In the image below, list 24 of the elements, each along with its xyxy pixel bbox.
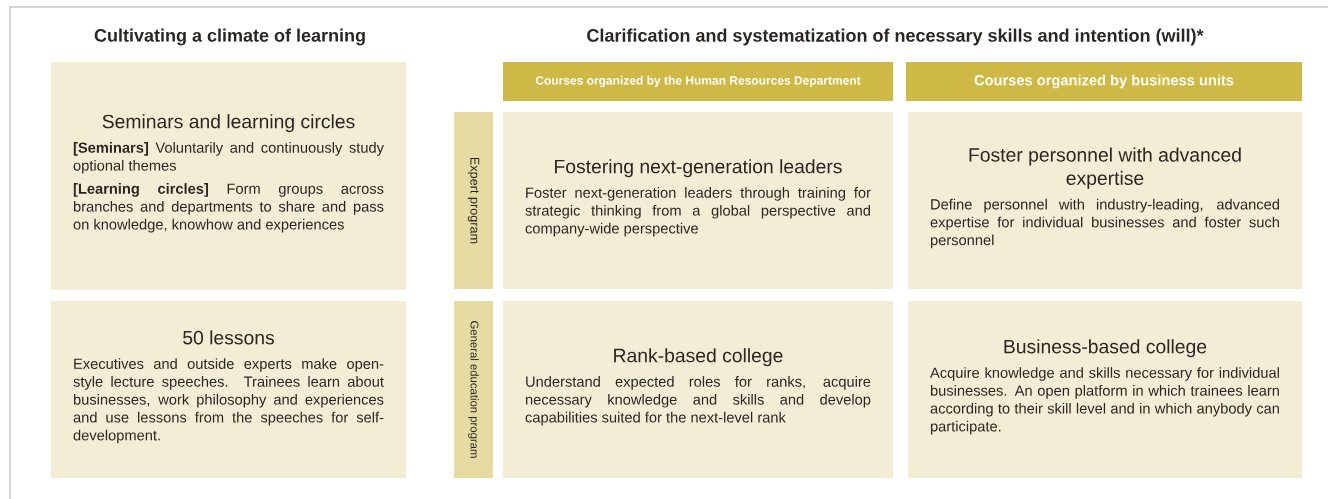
content-box [908, 301, 1302, 478]
box-text: Understand expected roles for ranks, acquire necessary knowledge and skills and develop capabilities suited for the next-level rank [525, 376, 871, 426]
box-heading: Fostering next-generation leaders [555, 159, 842, 178]
content-box [51, 301, 406, 478]
box-heading: Foster personnel with advanced expertise [969, 147, 1241, 189]
box-heading: 50 lessons [183, 330, 274, 345]
box-heading: Rank-based college [614, 348, 783, 367]
box-text: Foster next-generation leaders through training for strategic thinking from a global perspective and company-wide perspective [525, 187, 871, 237]
content-box [503, 301, 893, 478]
content-box [51, 62, 406, 290]
box-text: [Learning circles] Form groups across branches and departments to share and pass on knowledge, knowhow and experiences [73, 183, 384, 233]
header-bar: Courses organized by business units [906, 62, 1302, 101]
box-text: Define personnel with industry-leading, advanced expertise for individual businesses and foster such personnel [930, 198, 1279, 249]
header-bar: Courses organized by the Human Resources Department [503, 62, 893, 101]
box-text: Executives and outside experts make open-style lecture speeches. Trainees learn about businesses, work philosophy and experiences and use lessons from the speeches for self-development. [73, 358, 384, 444]
box-heading: Business-based college [1004, 339, 1207, 358]
section-heading: Clarification and systematization of necessary skills and intention (will)* [587, 28, 1204, 46]
box-text: Acquire knowledge and skills necessary for individual businesses. An open platform in which trainees learn according to their skill level and in which anybody can participate. [930, 367, 1279, 435]
content-box [908, 112, 1302, 289]
program-band: General education program [454, 301, 493, 478]
content-box [503, 112, 893, 289]
box-heading: Seminars and learning circles [102, 114, 355, 133]
box-text: [Seminars] Voluntarily and continuously study optional themes [73, 142, 384, 174]
program-band: Expert program [454, 112, 493, 289]
